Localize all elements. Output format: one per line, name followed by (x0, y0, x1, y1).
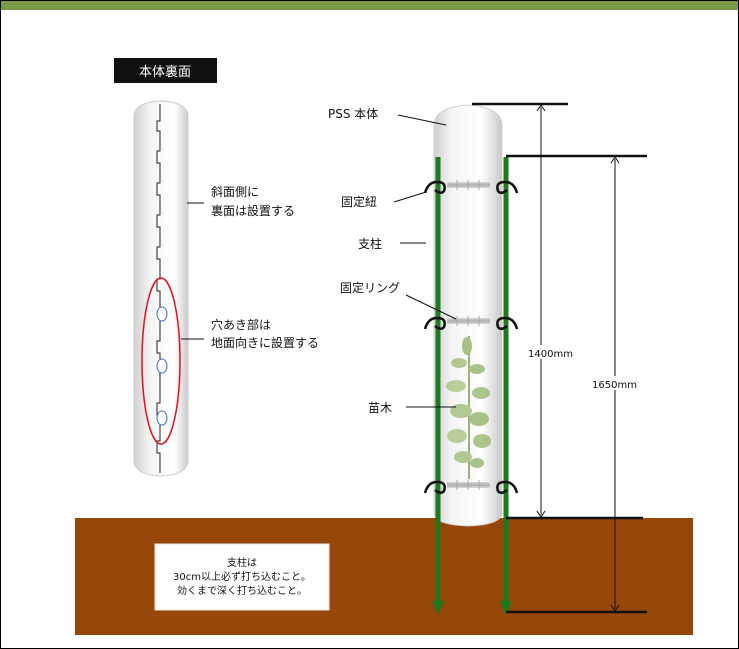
support-post-right (500, 157, 512, 615)
seedling-plant (446, 336, 491, 479)
header-bar (1, 1, 738, 10)
label-fix-string-leader (393, 191, 427, 203)
label-pss-body: PSS 本体 (328, 107, 378, 121)
hole-note-line-2: 地面向きに設置する (211, 335, 319, 350)
dimension-lines (472, 102, 647, 614)
fix-ring-top (447, 180, 490, 190)
title-box-label: 本体裏面 (139, 65, 191, 80)
hole-note-line-1: 穴あき部は (211, 317, 271, 332)
label-pss-body-leader (397, 114, 447, 126)
slope-note-line-1: 斜面側に (211, 185, 259, 199)
label-fix-string: 固定紐 (341, 194, 377, 209)
ground-note-line-1: 支柱は (227, 556, 257, 569)
label-seedling: 苗木 (368, 401, 392, 415)
label-post: 支柱 (358, 236, 382, 251)
dimension-post-height: 1650mm (592, 380, 637, 391)
label-fix-ring-leader (405, 294, 457, 320)
hole-highlight-ellipse (141, 277, 181, 445)
title-box: 本体裏面 (114, 58, 217, 83)
ground-note-line-2: 30cm以上必ず打ち込むこと。 (173, 570, 311, 583)
support-post-left (432, 157, 444, 615)
fix-ring-middle (447, 316, 490, 326)
ground-note-box: 支柱は 30cm以上必ず打ち込むこと。 効くまで深く打ち込むこと。 (154, 543, 330, 611)
slope-note-line-2: 裏面は設置する (211, 203, 295, 218)
label-fix-ring: 固定リング (340, 280, 400, 295)
hole-1 (156, 306, 168, 322)
fix-string-knots (423, 180, 519, 494)
seam-line (156, 104, 161, 473)
hole-2 (156, 358, 168, 374)
fix-ring-bottom (447, 480, 490, 490)
ground-note-line-3: 効くまで深く打ち込むこと。 (177, 584, 307, 597)
dimension-tube-height: 1400mm (528, 349, 573, 360)
tube-back-view (133, 100, 189, 477)
hole-3 (156, 410, 168, 426)
